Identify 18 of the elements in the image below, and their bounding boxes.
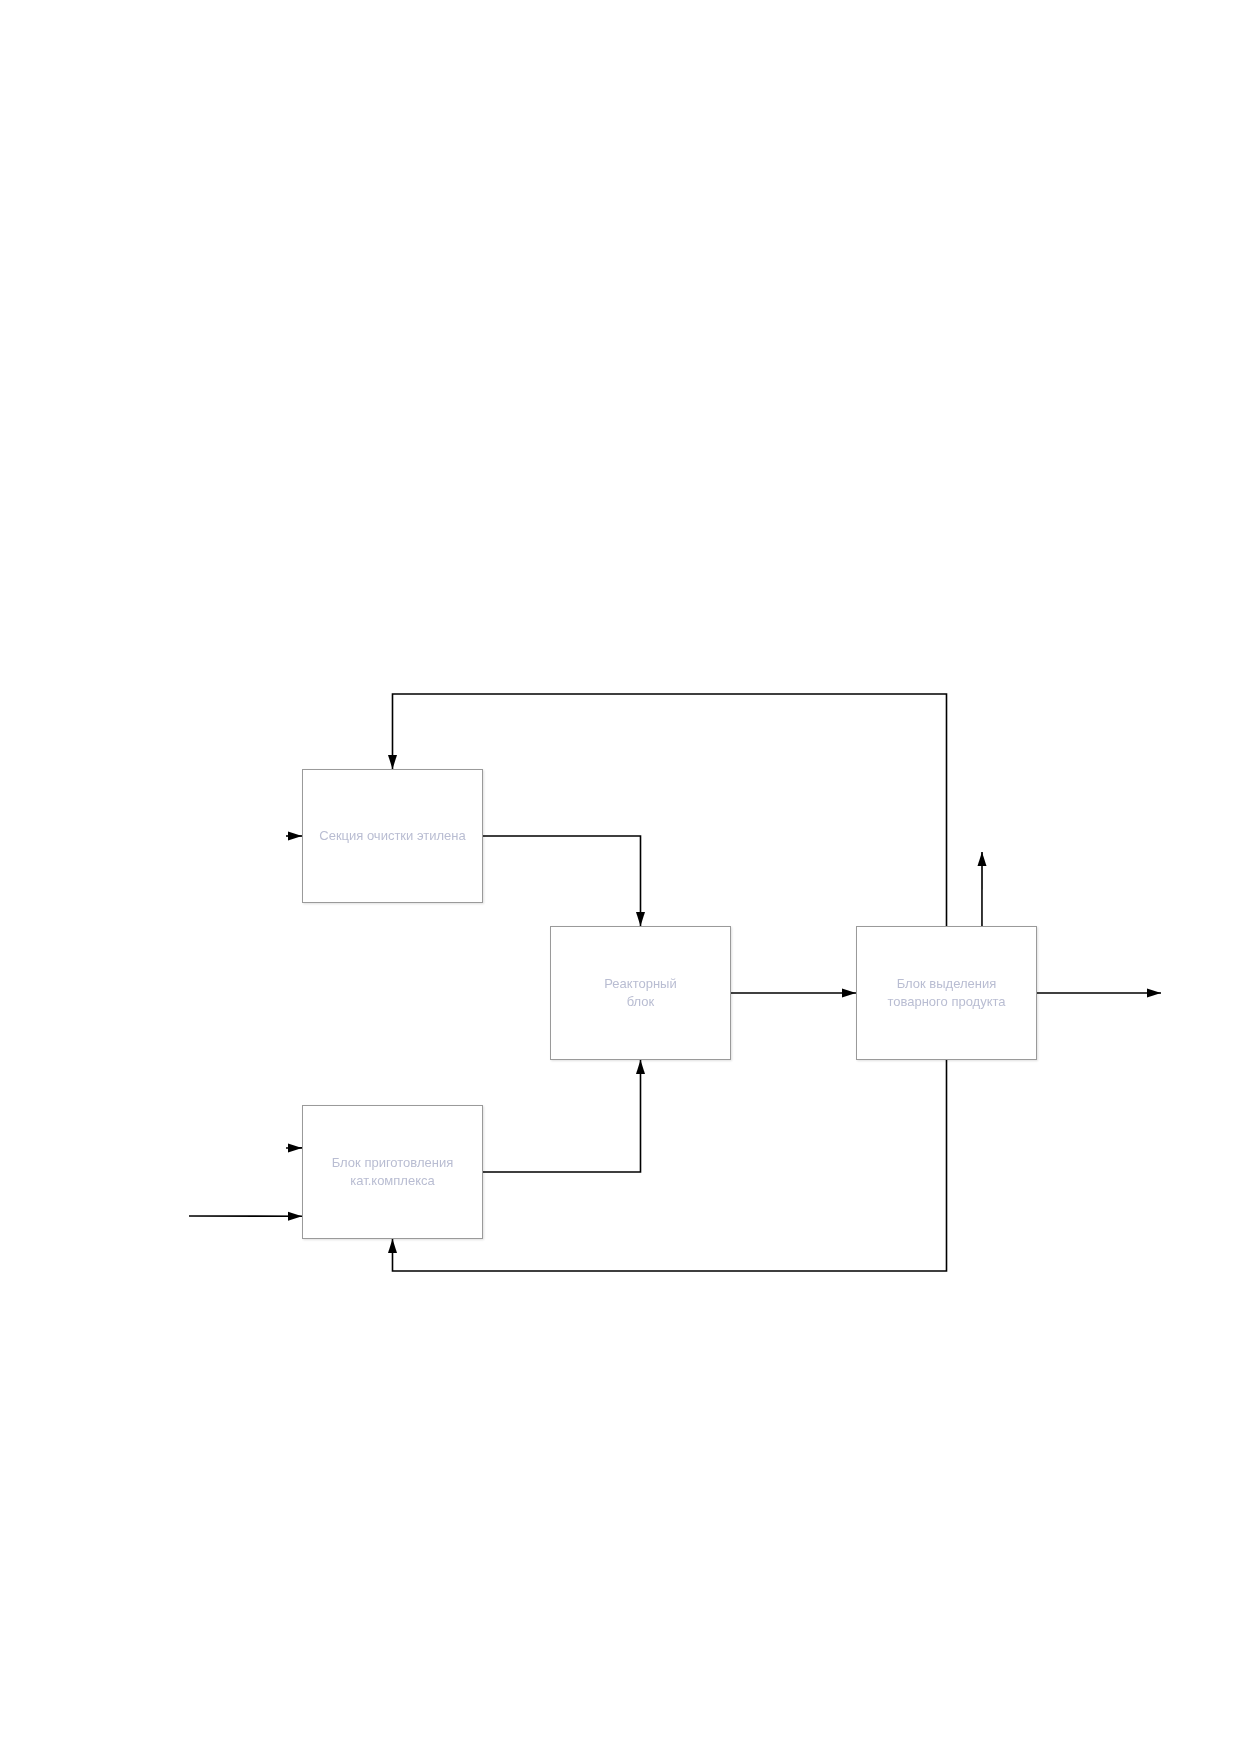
arrow <box>285 831 303 841</box>
box-label: Блок выделения товарного продукта <box>886 975 1007 1011</box>
box-label: Секция очистки этилена <box>319 827 466 845</box>
arrow <box>388 1059 948 1272</box>
arrow <box>388 693 948 927</box>
process-box <box>550 926 731 1060</box>
box-label: Блок приготовления кат.комплекса <box>330 1154 455 1190</box>
process-box <box>856 926 1037 1060</box>
arrow <box>977 851 987 927</box>
arrow <box>1036 988 1162 998</box>
arrow <box>285 1143 303 1153</box>
arrow <box>482 835 645 927</box>
box-label: Реакторный блок <box>603 975 678 1011</box>
arrow <box>730 988 857 998</box>
arrow <box>482 1059 645 1173</box>
process-box <box>302 769 483 903</box>
arrow <box>188 1211 303 1221</box>
process-box <box>302 1105 483 1239</box>
